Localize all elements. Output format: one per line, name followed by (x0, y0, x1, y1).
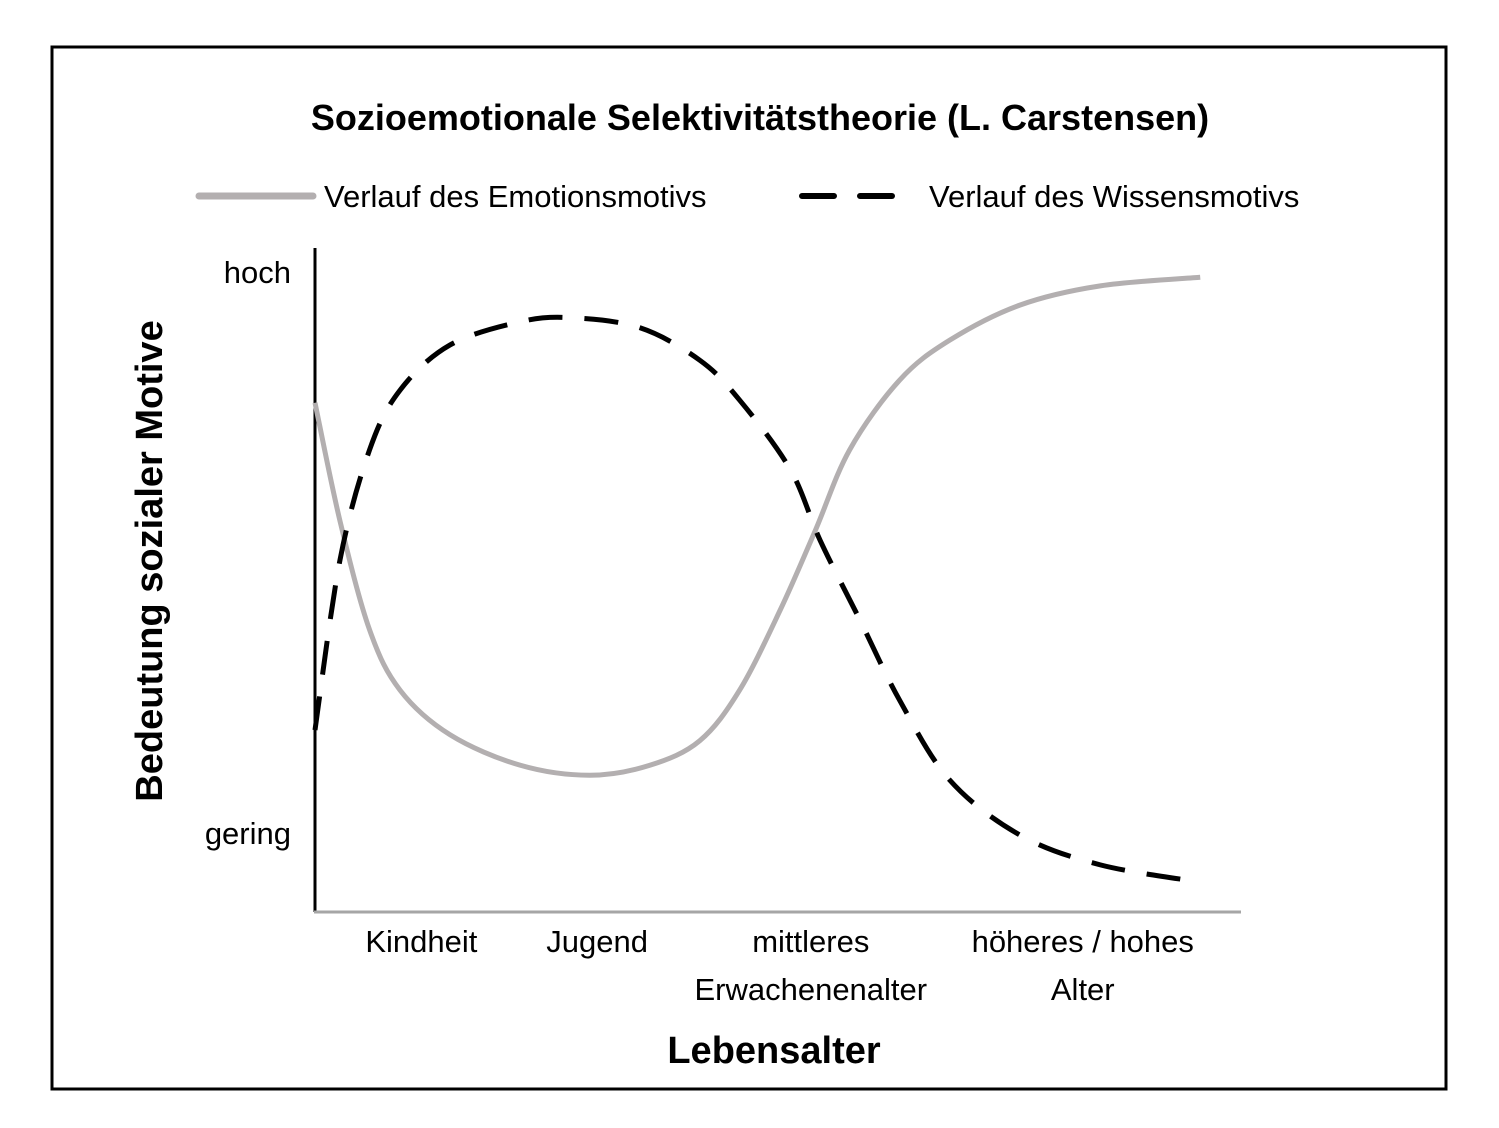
x-tick-label: Alter (1051, 972, 1115, 1007)
x-tick-label: Erwachenenalter (694, 972, 927, 1007)
legend-label-emotion: Verlauf des Emotionsmotivs (324, 179, 707, 214)
x-tick-label: Kindheit (365, 924, 477, 959)
x-axis-label: Lebensalter (667, 1030, 881, 1072)
x-tick-label: höheres / hohes (972, 924, 1194, 959)
chart-title: Sozioemotionale Selektivitätstheorie (L.… (311, 97, 1209, 138)
chart-frame (50, 45, 1448, 1091)
x-tick-label: Jugend (546, 924, 648, 959)
y-tick-label-gering: gering (205, 816, 291, 851)
y-axis-label: Bedeutung sozialer Motive (129, 320, 171, 801)
y-tick-labels: hoch gering (205, 255, 291, 851)
emotion-motive-line (312, 274, 1201, 778)
knowledge-motive-line (312, 314, 1201, 885)
x-tick-label: mittleres (752, 924, 869, 959)
legend-label-knowledge: Verlauf des Wissensmotivs (929, 179, 1299, 214)
y-tick-label-hoch: hoch (224, 255, 291, 290)
legend: Verlauf des Emotionsmotivs Verlauf des W… (195, 179, 1299, 214)
series-lines (312, 274, 1201, 885)
